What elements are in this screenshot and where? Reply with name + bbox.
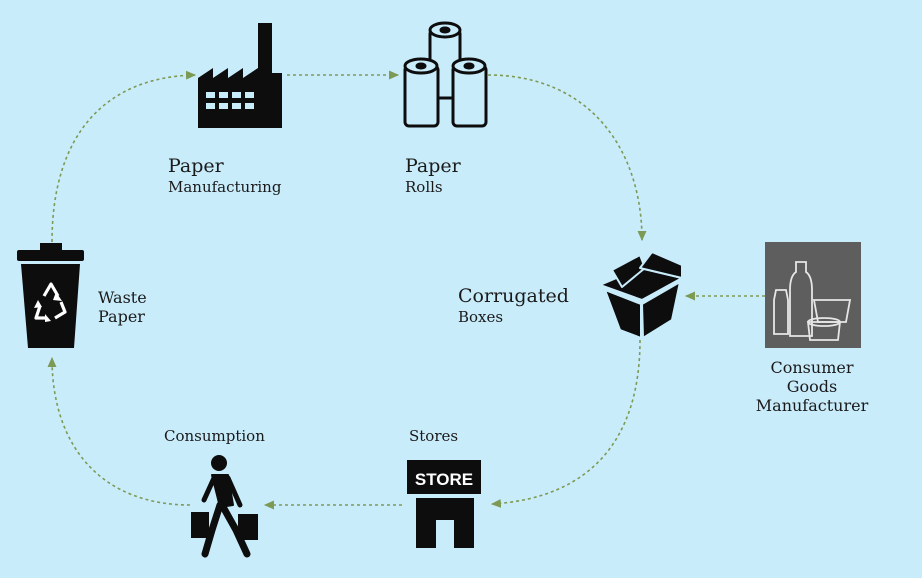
arrow-boxes-to-stores xyxy=(490,339,641,508)
corrugated-boxes-line1: Corrugated xyxy=(458,285,569,307)
consumption-label: Consumption xyxy=(164,427,265,445)
corrugated-boxes-label: Corrugated Boxes xyxy=(458,285,569,326)
open-box-icon xyxy=(599,251,683,339)
paper-rolls-line2: Rolls xyxy=(405,177,443,196)
waste-paper-label: Waste Paper xyxy=(98,288,147,326)
corrugated-boxes-line2: Boxes xyxy=(458,307,504,326)
bottles-containers-icon xyxy=(765,242,861,348)
shopper-icon xyxy=(191,455,258,558)
store-sign: STORE xyxy=(415,470,473,489)
store-icon xyxy=(407,460,481,548)
paper-rolls-icon xyxy=(403,21,488,128)
consumer-goods-line2: Goods xyxy=(786,377,838,397)
stores-label: Stores xyxy=(409,427,459,445)
waste-paper-line2: Paper xyxy=(98,307,145,327)
consumer-goods-line1: Consumer xyxy=(770,358,854,377)
arrow-rolls-to-boxes xyxy=(487,74,647,242)
waste-paper-line1: Waste xyxy=(98,288,147,307)
paper-manufacturing-line2: Manufacturing xyxy=(168,177,282,196)
recycle-bin-icon xyxy=(17,243,84,348)
paper-rolls-label: Paper Rolls xyxy=(405,155,461,196)
consumer-goods-label: Consumer Goods Manufacturer xyxy=(752,358,872,416)
arrow-consumption-to-waste xyxy=(47,356,191,506)
factory-icon xyxy=(198,23,282,128)
arrow-waste-to-manufacturing xyxy=(51,70,197,243)
consumer-goods-line3: Manufacturer xyxy=(755,396,869,416)
paper-rolls-line1: Paper xyxy=(405,155,461,177)
paper-manufacturing-line1: Paper xyxy=(168,155,224,177)
paper-manufacturing-label: Paper Manufacturing xyxy=(168,155,281,196)
